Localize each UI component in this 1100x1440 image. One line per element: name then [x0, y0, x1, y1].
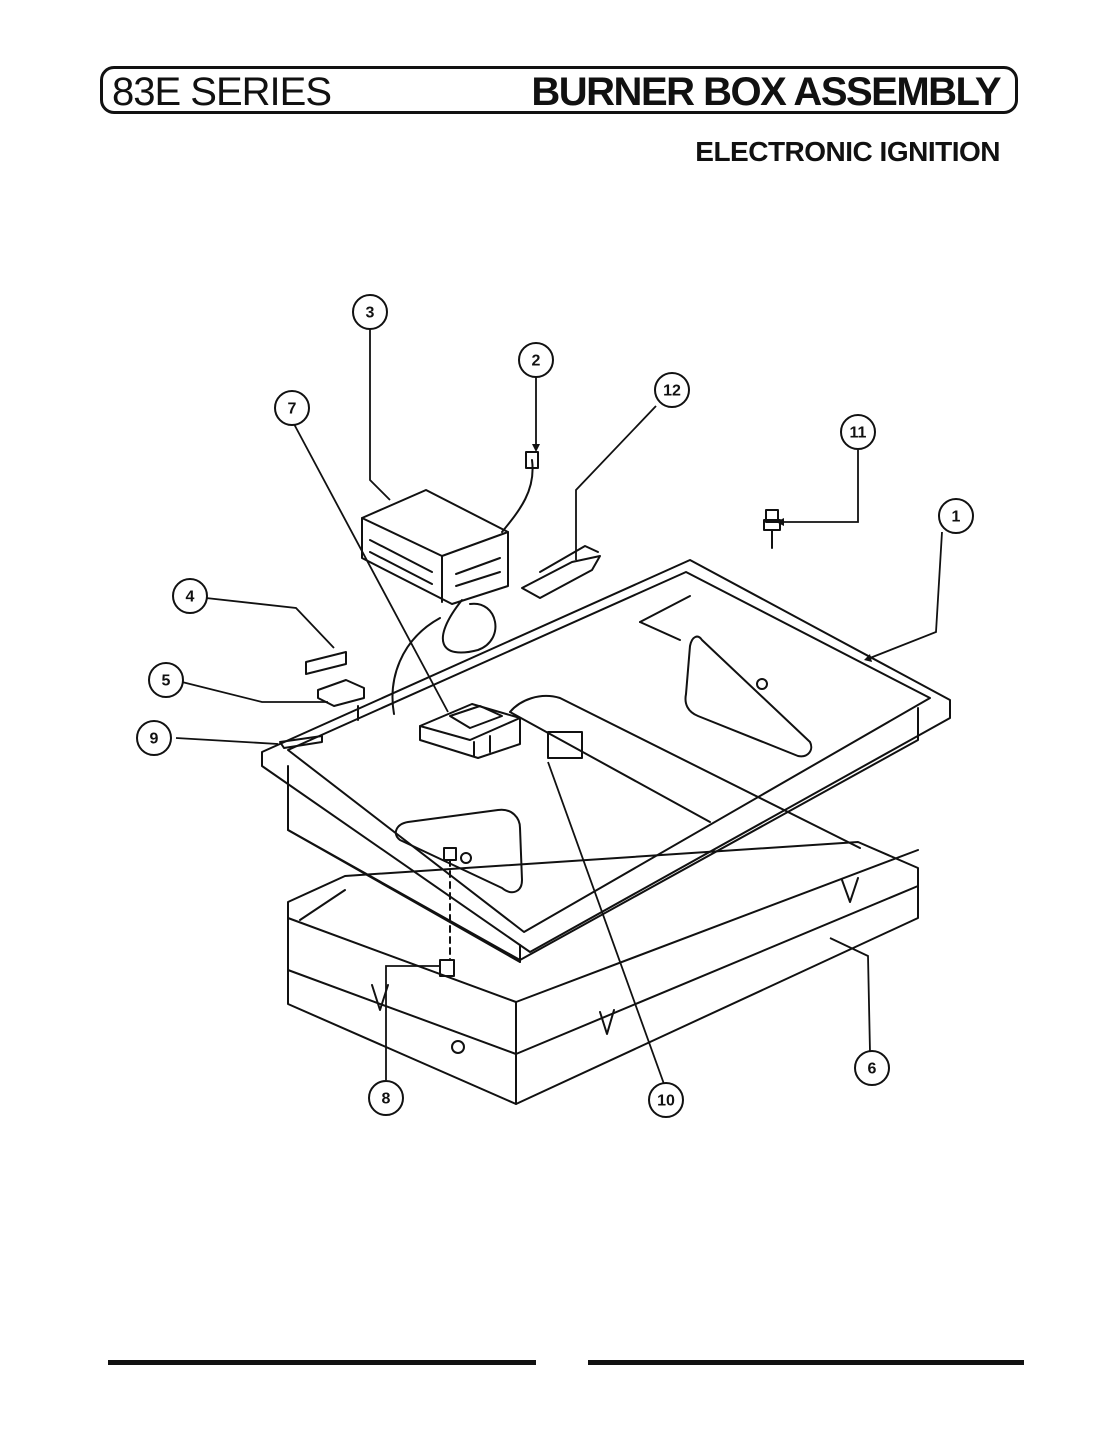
callout-number-8: 8: [382, 1091, 391, 1108]
callout-number-1: 1: [952, 509, 961, 526]
header-frame: [100, 66, 1018, 114]
footer-rule-left: [108, 1360, 536, 1365]
callout-circle-1: [938, 498, 974, 534]
leader-7: [293, 423, 449, 713]
leader-5: [181, 681, 328, 703]
wire-connector-drawing: [525, 451, 539, 469]
callout-circle-10: [648, 1082, 684, 1118]
page-title: BURNER BOX ASSEMBLY: [531, 70, 1001, 114]
callout-circle-7: [274, 390, 310, 426]
burner-box-drawing: [261, 559, 951, 963]
callout-number-4: 4: [186, 589, 195, 606]
leader-4: [205, 597, 335, 649]
callout-number-5: 5: [162, 673, 171, 690]
callout-circle-4: [172, 578, 208, 614]
callout-circle-2: [518, 342, 554, 378]
nut-drawing: [439, 959, 455, 977]
callout-number-11: 11: [850, 425, 867, 442]
leader-9: [175, 737, 279, 745]
callout-number-10: 10: [657, 1093, 675, 1110]
callout-number-3: 3: [366, 305, 375, 322]
leader-12: [575, 405, 657, 560]
callout-number-12: 12: [663, 383, 681, 400]
spacer-drawing: [279, 735, 323, 749]
callout-circle-8: [368, 1080, 404, 1116]
callout-number-6: 6: [868, 1061, 877, 1078]
leader-11: [784, 450, 859, 523]
callout-circle-12: [654, 372, 690, 408]
callout-number-7: 7: [288, 401, 297, 418]
terminal-block-drawing: [419, 703, 521, 759]
mounting-bracket-drawing: [521, 545, 601, 599]
ignition-module-drawing: [361, 489, 509, 715]
page-subtitle: ELECTRONIC IGNITION: [695, 136, 1000, 167]
clip-drawing: [317, 679, 365, 707]
callout-circle-5: [148, 662, 184, 698]
stud-drawing: [443, 847, 457, 861]
outer-box-drawing: [287, 841, 919, 1105]
leader-1: [869, 531, 943, 659]
leader-10: [547, 761, 665, 1085]
screw-drawing: [763, 509, 781, 549]
callout-circle-9: [136, 720, 172, 756]
callout-number-2: 2: [532, 353, 541, 370]
leader-6: [829, 937, 871, 1053]
wire-drawing: [501, 459, 534, 533]
callout-circle-11: [840, 414, 876, 450]
footer-rule-right: [588, 1360, 1024, 1365]
label-drawing: [547, 731, 583, 759]
leader-8: [385, 965, 440, 1080]
leader-3: [369, 326, 391, 501]
callout-circle-6: [854, 1050, 890, 1086]
series-title: 83E SERIES: [112, 70, 332, 114]
callout-number-9: 9: [150, 731, 159, 748]
bracket-drawing: [305, 651, 347, 675]
callout-circle-3: [352, 294, 388, 330]
